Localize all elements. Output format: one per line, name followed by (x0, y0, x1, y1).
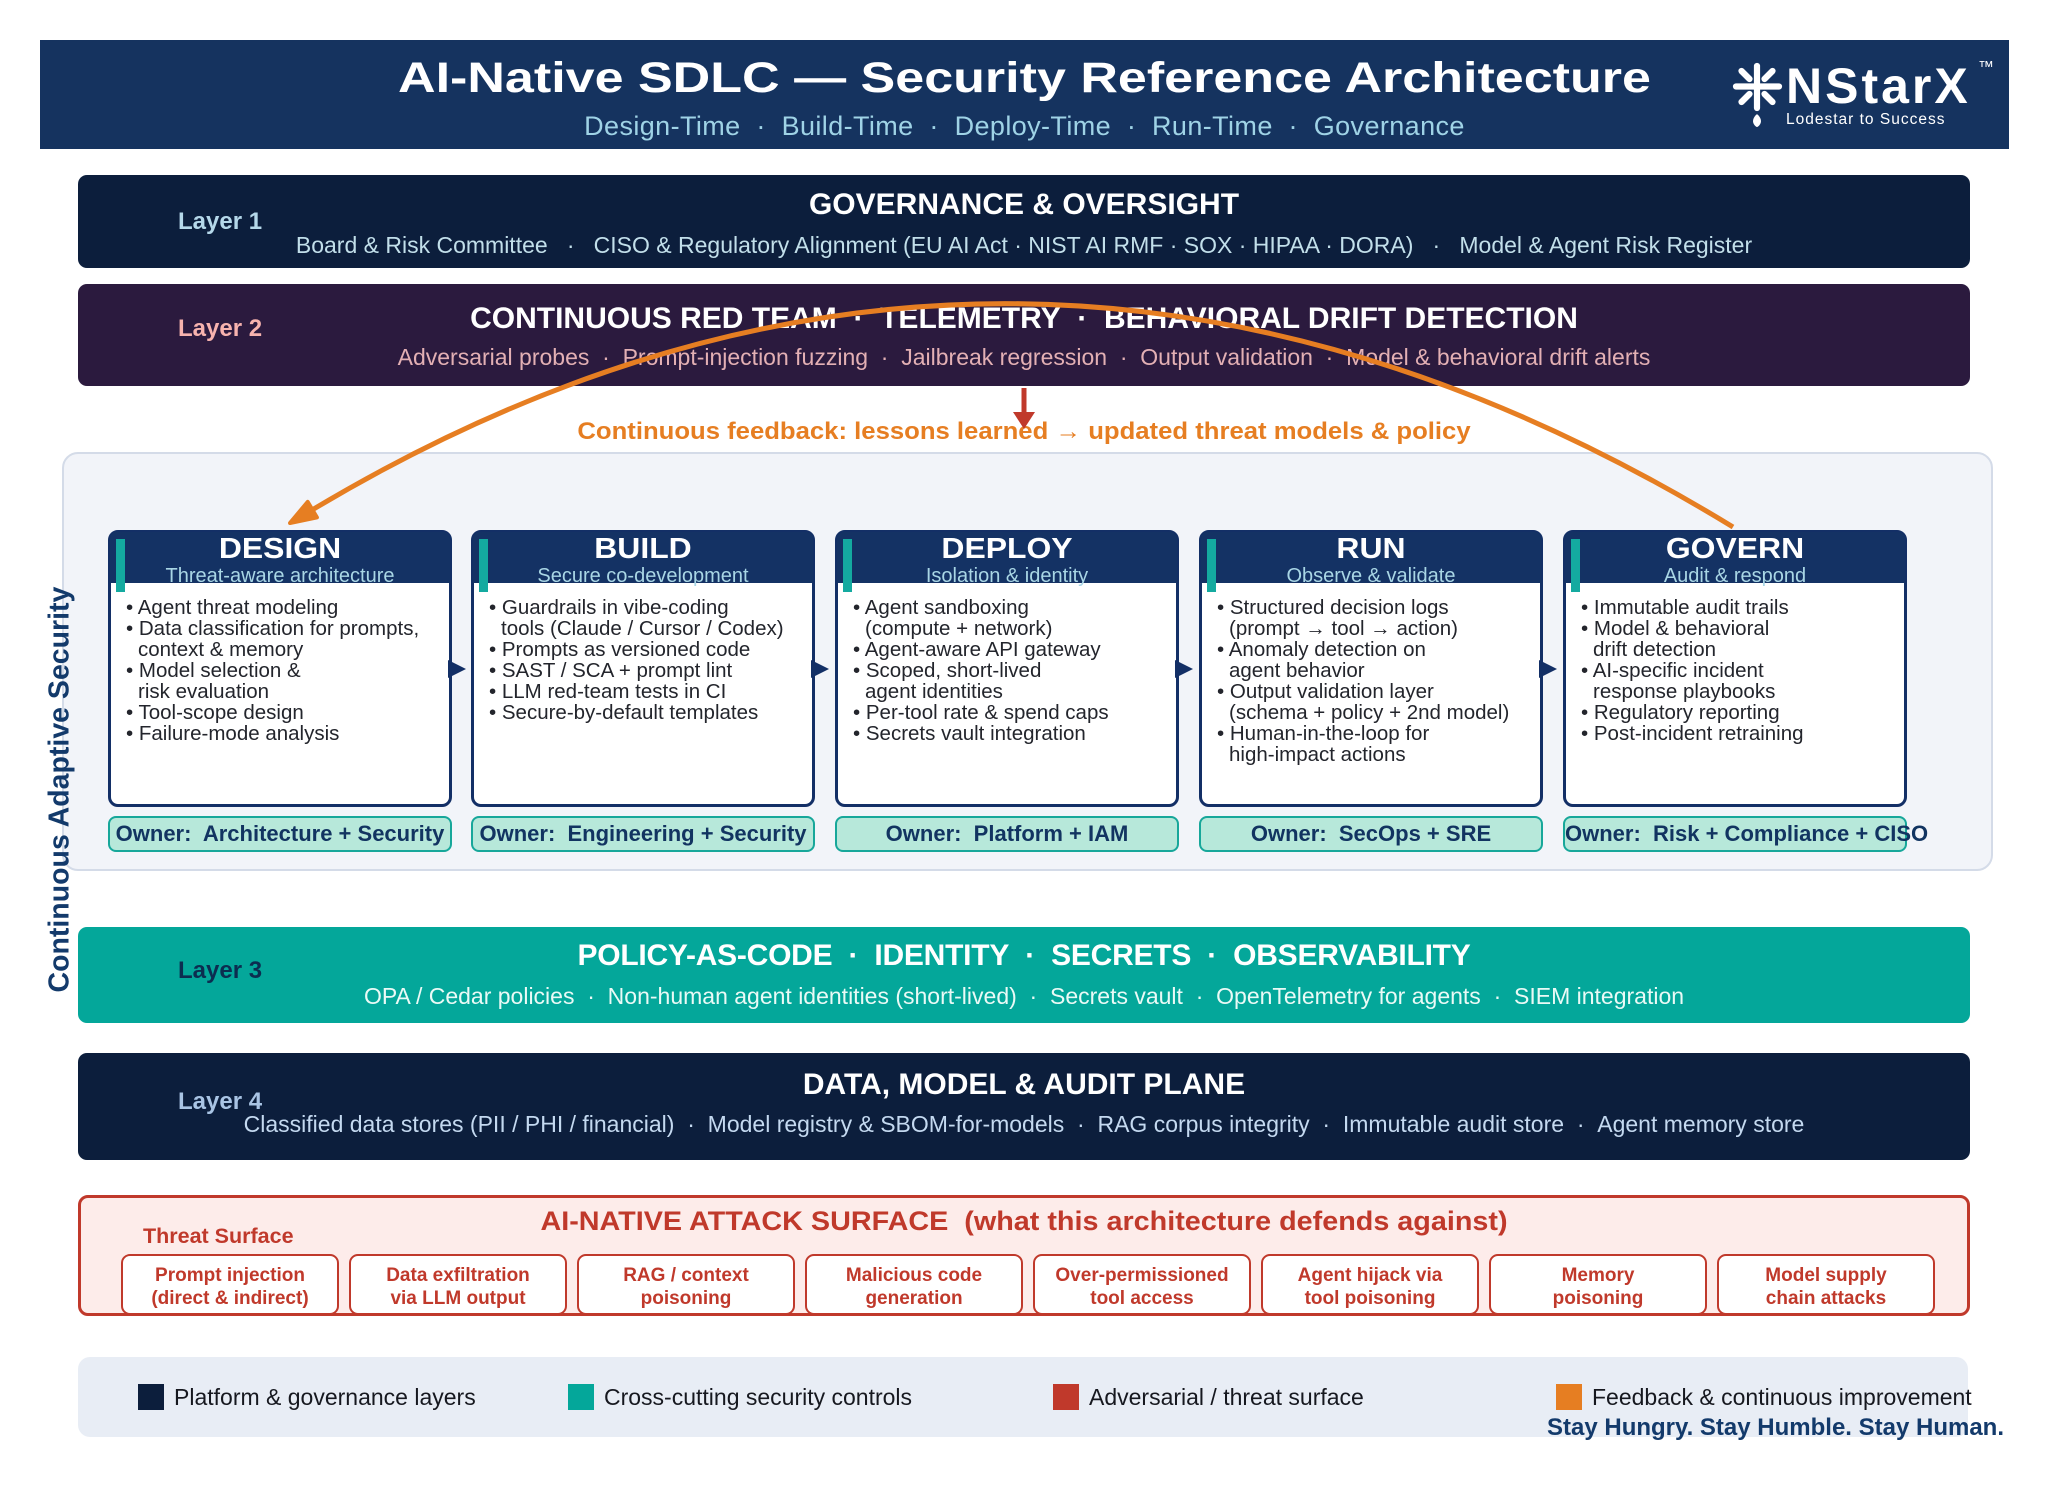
svg-text:™: ™ (1978, 59, 1994, 76)
svg-text:Lodestar to Success: Lodestar to Success (1786, 111, 1945, 128)
svg-text:NStarX: NStarX (1786, 58, 1971, 114)
